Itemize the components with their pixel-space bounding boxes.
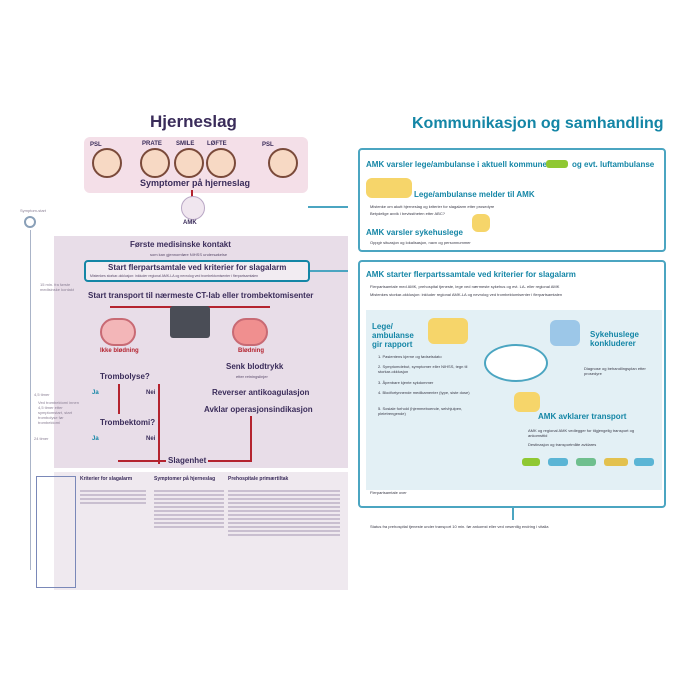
note-45: Ved trombektomi innen 4,5 timer etter sy… — [38, 400, 79, 425]
report-bullet-2: Betydelige avvik i bevisstheten etter AB… — [370, 211, 445, 216]
amk-operator-icon — [181, 196, 205, 220]
amk-label: AMK — [183, 220, 197, 226]
plane-icon — [604, 458, 628, 466]
patient-face-icon — [92, 148, 122, 178]
start-call-box — [84, 260, 310, 282]
col1-title: Kriterier for slagalarm — [80, 476, 133, 482]
first-contact-sub: som kan gjennomføre NIHSS undersøkelse — [150, 252, 228, 257]
starts-call-label: AMK starter flerpartssamtale ved kriteri… — [366, 270, 576, 279]
start-call-sub: Mistenkes storkar-okklusjon: inkluder re… — [90, 274, 259, 278]
helicopter-icon — [548, 458, 568, 466]
connector-3 — [512, 508, 514, 520]
step-5: 5. Sosiale forhold (hjemmeboende, selvhj… — [378, 406, 463, 416]
col1-lines — [80, 488, 146, 506]
speak-face-icon — [140, 148, 170, 178]
symptoms-label: Symptomer på hjerneslag — [140, 178, 251, 188]
start-call-label: Start flerpartsamtale ved kriterier for … — [108, 263, 287, 272]
connector-1 — [308, 206, 348, 208]
notify-hosp-label: AMK varsler sykehuslege — [366, 228, 463, 237]
amk-notify-tail: og evt. luftambulanse — [572, 160, 655, 169]
left-title: Hjerneslag — [150, 112, 237, 131]
yes-label-2: Ja — [92, 436, 99, 442]
ambulance-car-icon — [546, 160, 568, 168]
report-label: Lege/ambulanse melder til AMK — [414, 190, 535, 199]
hosp-concludes-bullet: Diagnose og behandlingsplan etter prosed… — [584, 366, 646, 376]
step-3: 3. Åpenbare kjente sykdommer — [378, 380, 434, 385]
line-a — [118, 384, 120, 414]
operator-desk-icon — [472, 214, 490, 232]
transport-label: Start transport til nærmeste CT-lab elle… — [88, 291, 314, 300]
patient-stretcher-icon — [484, 344, 548, 382]
paramedics-icon — [428, 318, 468, 344]
arrow-line — [191, 190, 193, 198]
step-2: 2. Symptomdebut, symptomer eller NIHSS, … — [378, 364, 468, 374]
first-contact: Første medisinske kontakt — [130, 240, 231, 249]
lift-face-icon — [206, 148, 236, 178]
notify-hosp-bullet: Oppgir situasjon og lokalisasjon, navn o… — [370, 240, 471, 245]
thrombolysis-label: Trombolyse? — [100, 372, 150, 381]
smile-face-icon — [174, 148, 204, 178]
step-1: 1. Pasientens kjerne og fødselsdato — [378, 354, 442, 359]
hours-24: 24 timer — [34, 436, 49, 441]
clock-icon — [24, 216, 36, 228]
criteria-sidebar — [36, 476, 76, 588]
tag-psl-right: PSL — [262, 142, 274, 148]
yes-label-1: Ja — [92, 390, 99, 396]
dispatcher-icon — [514, 392, 540, 412]
status-label: Status fra prehospital tjeneste under tr… — [370, 524, 549, 529]
col3-lines — [228, 488, 340, 538]
bleed-label: Blødning — [238, 348, 264, 354]
no-label-1: Nei — [146, 390, 156, 396]
col3-title: Prehospitale primærtiltak — [228, 476, 289, 482]
tag-psl-left: PSL — [90, 142, 102, 148]
tag-prate: PRATE — [142, 141, 162, 147]
doctor-icon — [550, 320, 580, 346]
stroke-unit-label: Slagenhet — [166, 456, 209, 465]
brain-no-bleed-icon — [100, 318, 136, 346]
tag-lofte: LØFTE — [207, 141, 227, 147]
connector-2 — [310, 270, 348, 272]
step-4: 4. Blodfortynnende medikamenter (type, s… — [378, 390, 470, 395]
ship-icon — [634, 458, 654, 466]
hosp-concludes-label: Sykehuslege konkluderer — [590, 330, 639, 348]
clarify-label: Avklar operasjonsindikasjon — [204, 405, 313, 414]
amk-transport-bullet-1: AMK og regional AMK vedlegger for tilgje… — [528, 428, 635, 438]
ambulance-icon — [522, 458, 540, 466]
amk-transport-label: AMK avklarer transport — [538, 412, 627, 421]
brain-bleed-icon — [232, 318, 268, 346]
reverse-label: Reverser antikoagulasjon — [212, 388, 310, 397]
line-b — [158, 384, 160, 464]
symptom-start-label: Symptom-start — [20, 208, 47, 213]
hours-45: 4,5 timer — [34, 392, 50, 397]
no-bleed-label: Ikke blødning — [100, 348, 139, 354]
lower-bp-sub: etter retningslinjer — [236, 374, 268, 379]
notify-panel — [358, 148, 666, 252]
note-15-min: 15 min. fra første medisinske kontakt — [40, 282, 75, 292]
gives-report-label: Lege/ ambulanse gir rapport — [372, 322, 414, 349]
report-bullet-1: Mistenke om akutt hjerneslag og kriterie… — [370, 204, 495, 209]
ct-scan-icon — [170, 306, 210, 338]
amk-transport-bullet-2: Destinasjon og transportmåte avklares — [528, 442, 597, 447]
timeline-line — [30, 230, 31, 570]
boat-icon — [576, 458, 596, 466]
line-c — [250, 416, 252, 460]
tag-smile: SMILE — [176, 141, 195, 147]
no-label-2: Nei — [146, 436, 156, 442]
starts-bullet-2: Mistenkes storkar-okklusjon: inkluder re… — [370, 292, 563, 297]
col2-lines — [154, 488, 224, 530]
col2-title: Symptomer på hjerneslag — [154, 476, 216, 482]
amk-notify-label: AMK varsler lege/ambulanse i aktuell kom… — [366, 160, 547, 169]
lower-bp-label: Senk blodtrykk — [226, 362, 284, 371]
starts-bullet-1: Flerpartsamtale med AMK, prehospital tje… — [370, 284, 560, 289]
right-title: Kommunikasjon og samhandling — [412, 115, 664, 132]
call-over-label: Flerpartsamtale over — [370, 490, 407, 495]
paramedic-group-icon — [366, 178, 412, 198]
caller-face-icon — [268, 148, 298, 178]
thrombectomy-label: Trombektomi? — [100, 418, 156, 427]
